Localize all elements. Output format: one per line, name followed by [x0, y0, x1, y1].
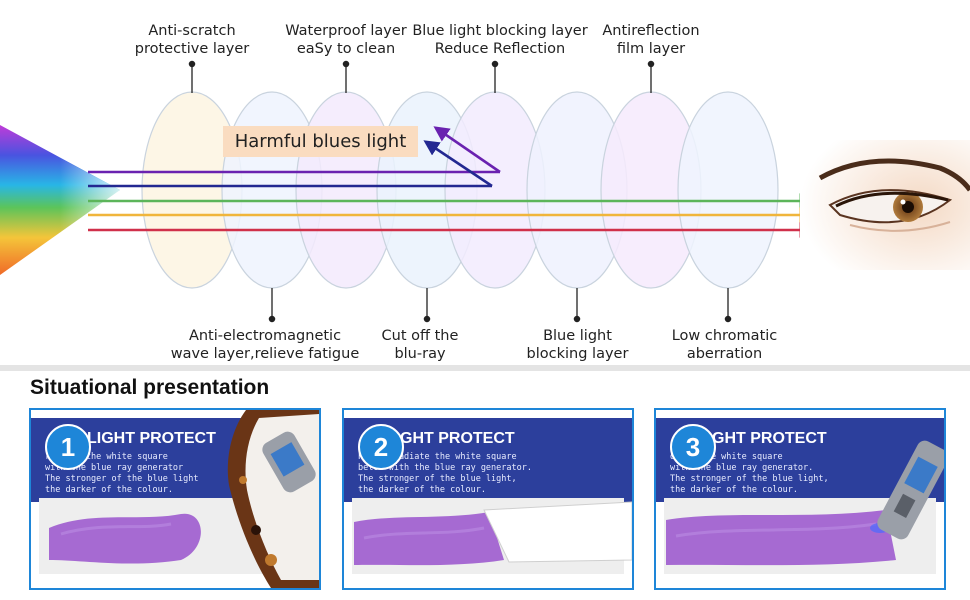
step-number-badge: 1 — [45, 424, 91, 470]
banner-instructions: radiate the white square with the blue r… — [45, 452, 199, 495]
harmful-blue-light-label: Harmful blues light — [223, 126, 418, 157]
callout-ticks — [188, 60, 732, 323]
demo-panel-2: GHT PROTECT Please radiate the white squ… — [342, 408, 634, 590]
step-number-badge: 3 — [670, 424, 716, 470]
section-divider — [0, 365, 970, 371]
violet-ray-reflection — [433, 126, 501, 174]
eye-illustration — [800, 140, 970, 270]
lens-layer-8 — [677, 91, 779, 289]
demo-panel-3: GHT PROTECT diate the white square with … — [654, 408, 946, 590]
banner-instructions: diate the white square with the blue ray… — [670, 452, 829, 495]
banner-title: GHT PROTECT — [400, 430, 515, 447]
panel-1-illustration — [49, 410, 319, 588]
lens-layers — [141, 91, 779, 289]
panel-3-illustration — [666, 440, 944, 566]
banner-title: LIGHT PROTECT — [87, 430, 216, 447]
panel-2-illustration — [354, 501, 632, 566]
banner-instructions: Please radiate the white square below wi… — [358, 452, 532, 495]
situational-title: Situational presentation — [30, 376, 270, 399]
step-number-badge: 2 — [358, 424, 404, 470]
blue-ray-reflection — [423, 140, 493, 188]
demo-panel-1: LIGHT PROTECT radiate the white square w… — [29, 408, 321, 590]
banner-title: GHT PROTECT — [712, 430, 827, 447]
light-rays — [88, 126, 816, 238]
